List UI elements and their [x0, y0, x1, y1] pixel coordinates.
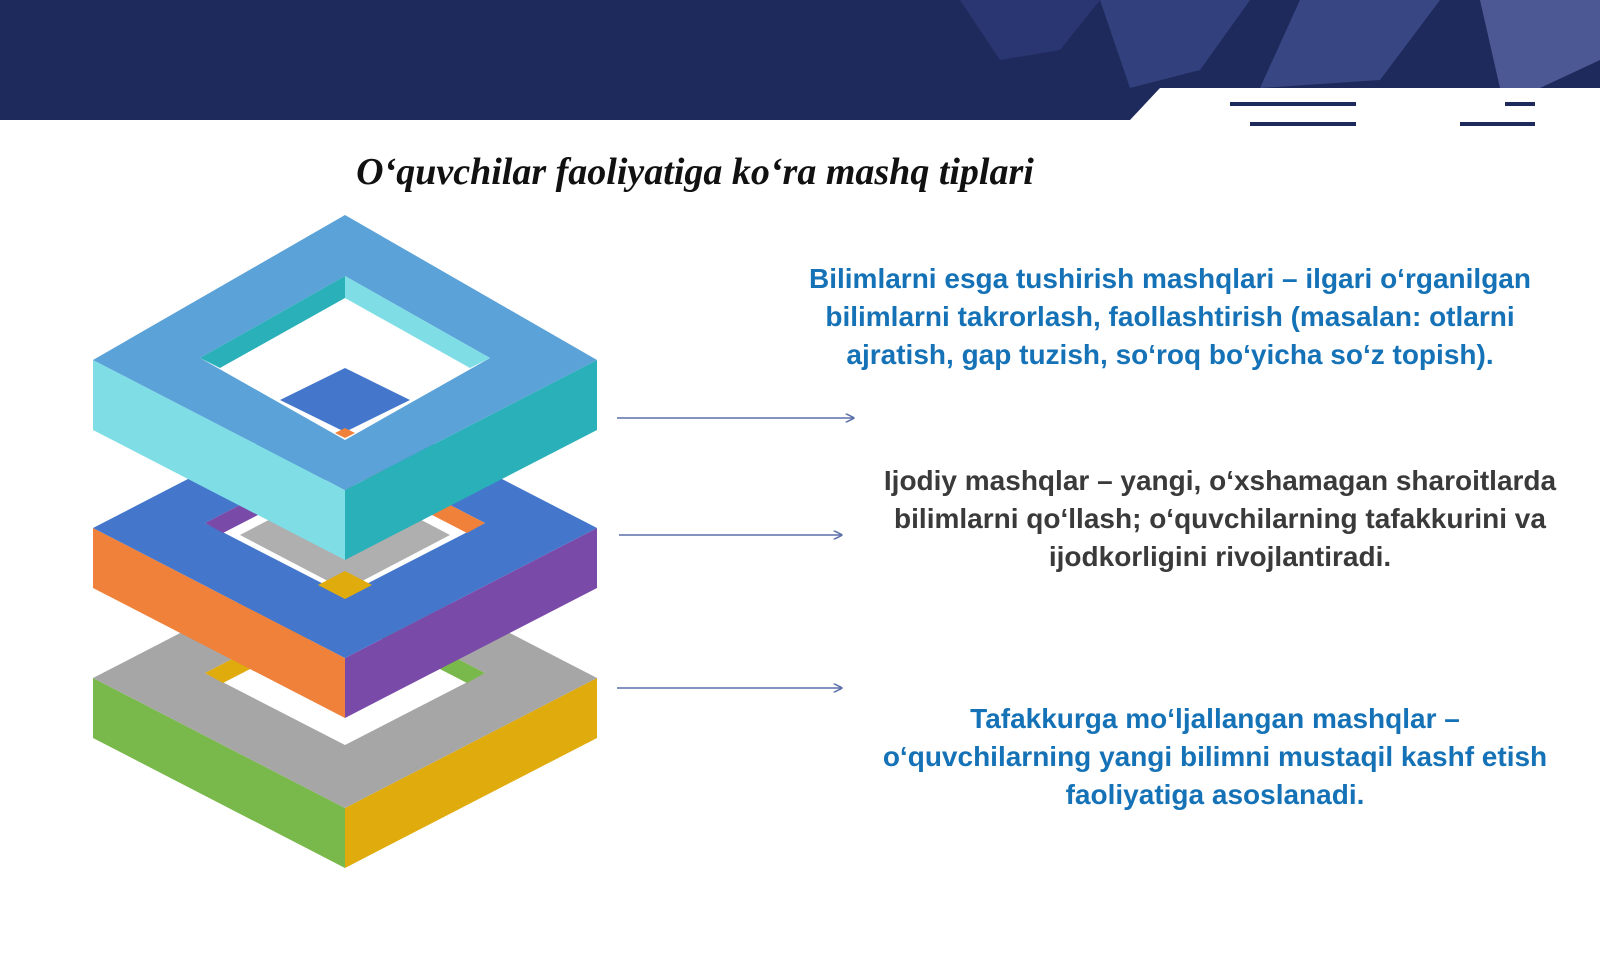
layer-top	[93, 215, 597, 560]
exercise-type-thinking: Tafakkurga mo‘ljallangan mashqlar – o‘qu…	[882, 703, 1548, 810]
slide-title: O‘quvchilar faoliyatiga ko‘ra mashq tipl…	[356, 151, 1034, 193]
exercise-type-creative: Ijodiy mashqlar – yangi, o‘xshamagan sha…	[883, 465, 1557, 572]
header-banner	[0, 0, 1600, 126]
connector-arrows	[617, 400, 860, 700]
stacked-layers-graphic	[93, 215, 597, 868]
exercise-type-recall: Bilimlarni esga tushirish mashqlari – il…	[809, 263, 1531, 370]
